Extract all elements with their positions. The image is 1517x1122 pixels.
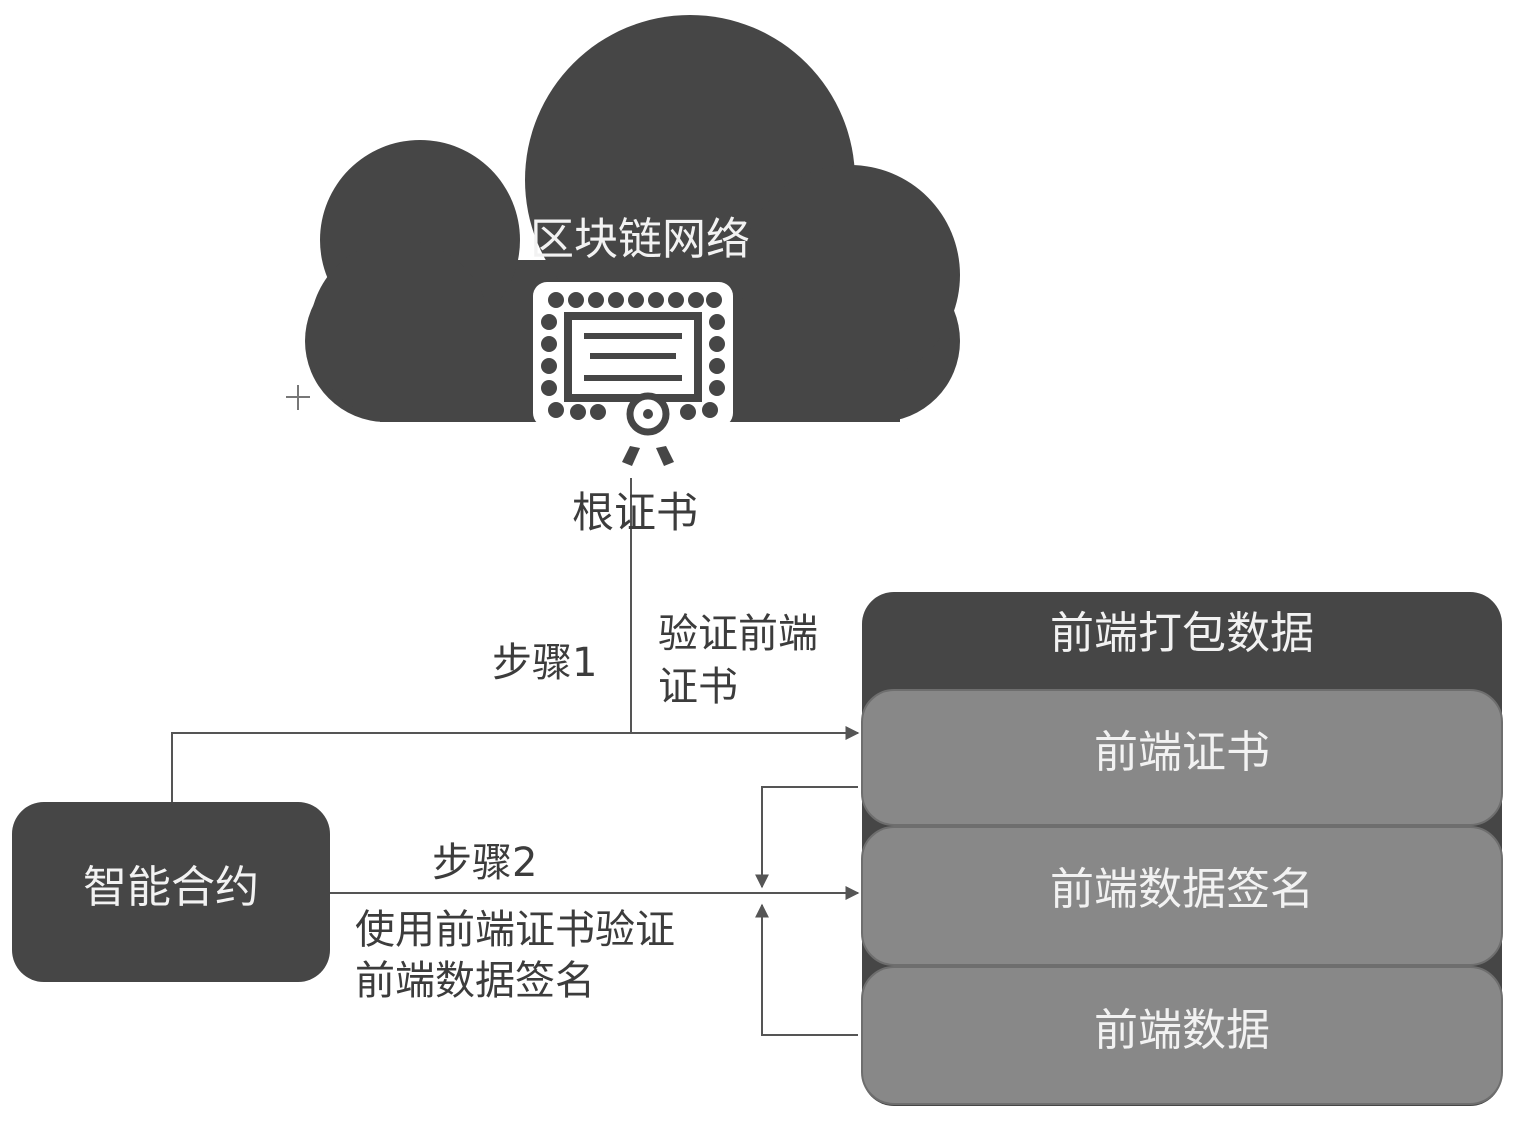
bundle-title: 前端打包数据 [1050,608,1314,659]
step2-description: 使用前端证书验证前端数据签名 [355,907,675,1005]
smart-contract-label: 智能合约 [83,862,259,913]
bundle-item-frontend-cert [861,689,1503,826]
bundle-item-data-signature [861,826,1503,966]
bundle-item-frontend-cert-label: 前端证书 [1094,727,1270,778]
data-to-signature-arrow [755,903,858,1036]
step1-description: 验证前端证书 [658,611,818,710]
sparkle-icon [286,385,310,410]
cloud-title: 区块链网络 [530,214,750,265]
bundle-item-frontend-data [861,966,1503,1105]
step1-arrow [171,726,860,802]
root-cert-label: 根证书 [571,488,698,537]
connectors [171,478,860,1036]
bundle-item-frontend-data-label: 前端数据 [1094,1005,1270,1056]
step1-label: 步骤1 [492,640,598,686]
bundle-item-data-signature-label: 前端数据签名 [1050,864,1314,915]
smart-contract-box [12,802,330,982]
step2-label: 步骤2 [432,840,538,886]
certificate-icon [533,282,733,466]
cert-to-signature-arrow [755,786,858,889]
